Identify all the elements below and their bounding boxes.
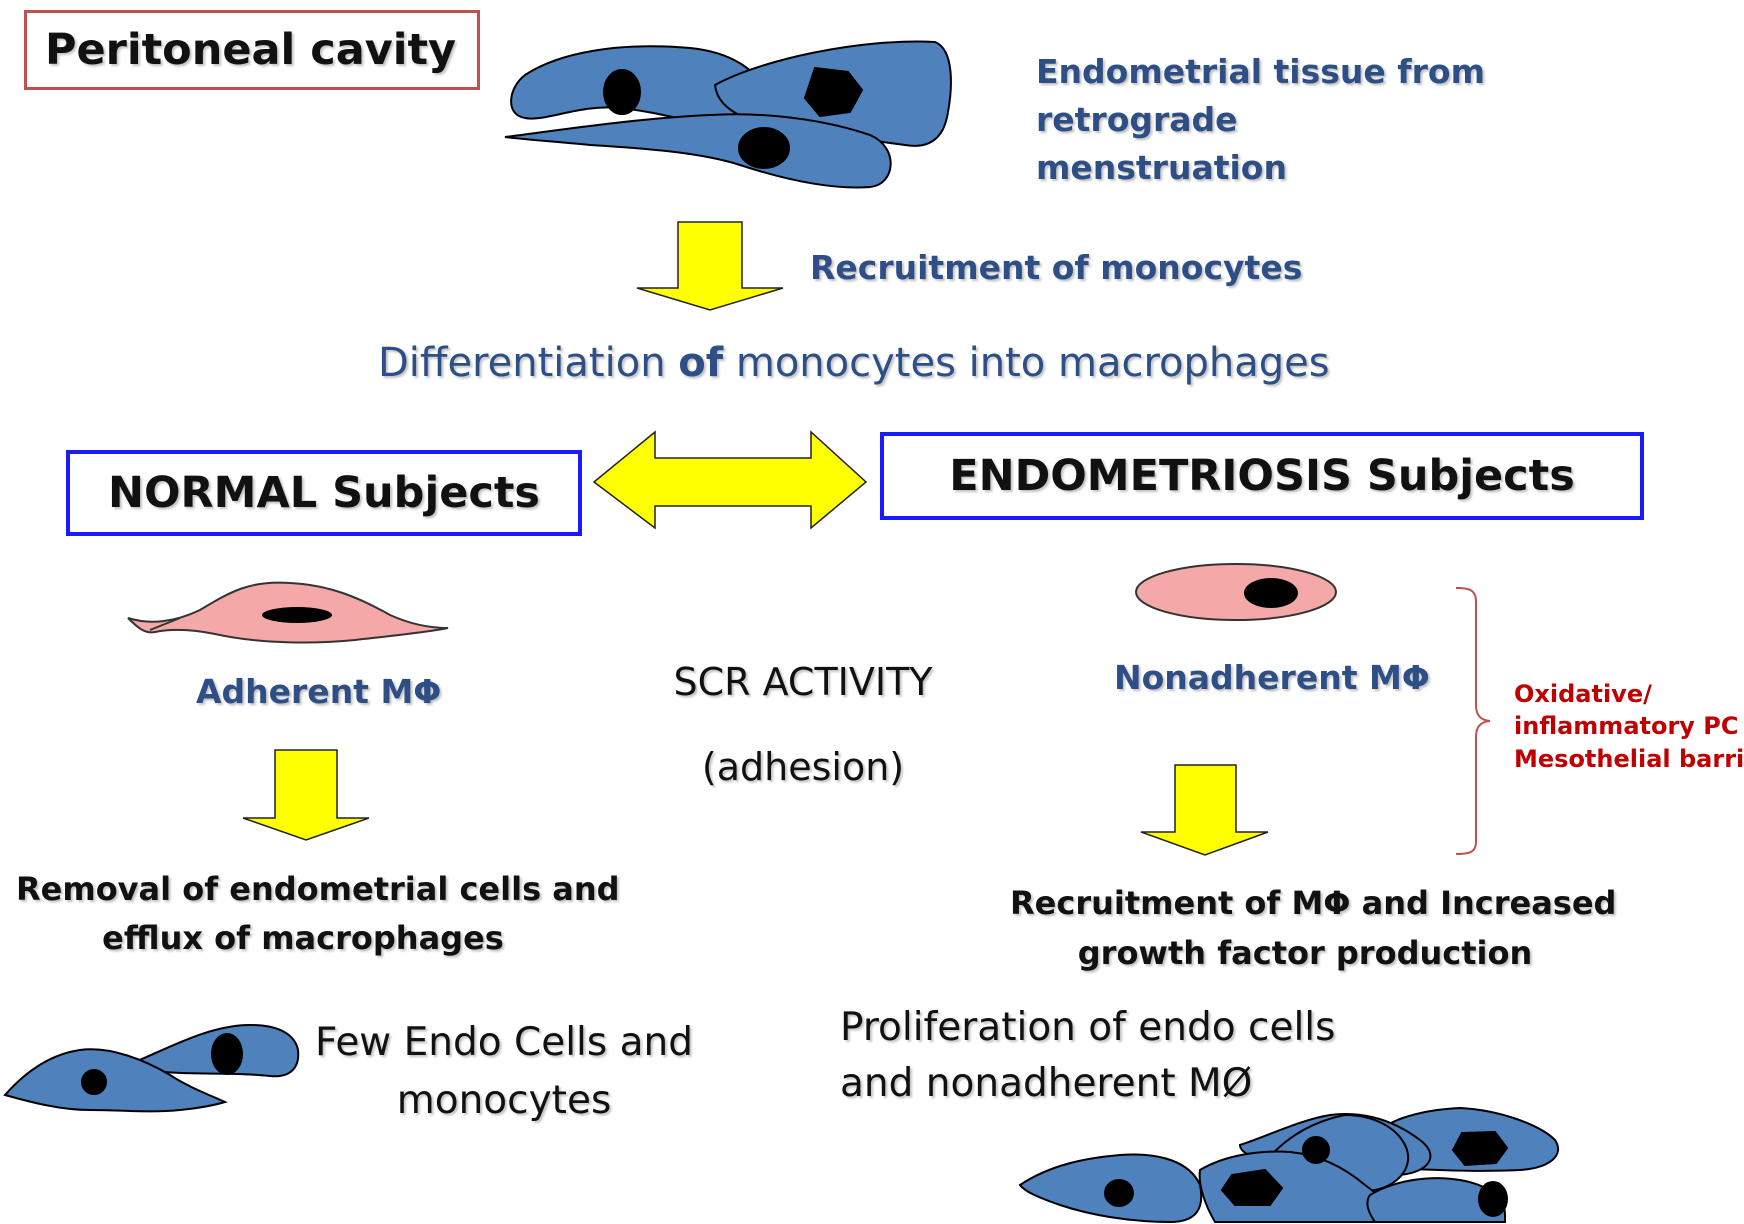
tissue-label-line2: retrograde: [1036, 100, 1238, 139]
endometrial-cell: [504, 113, 892, 189]
endo-outcome-line1: Recruitment of MΦ and Increased: [1010, 884, 1617, 922]
normal-result-line1: Few Endo Cells and: [315, 1020, 693, 1065]
bracket-note-line3: Mesothelial barrier: [1514, 745, 1744, 773]
normal-outcome-line1: Removal of endometrial cells and: [16, 870, 620, 908]
title-box: Peritoneal cavity: [24, 10, 480, 90]
normal-result-line2: monocytes: [396, 1078, 612, 1123]
endo-outcome-line2: growth factor production: [1077, 934, 1533, 972]
scr-activity-label: SCR ACTIVITY: [673, 660, 933, 704]
differentiation-part1: Differentiation: [378, 340, 679, 386]
tissue-label-line3: menstruation: [1036, 148, 1287, 187]
endometrial-tissue-cells-top: [504, 40, 952, 189]
nucleus: [211, 1033, 243, 1075]
double-arrow: [592, 430, 868, 530]
nucleus: [1478, 1181, 1508, 1217]
endometrial-cell: [3, 1048, 228, 1113]
differentiation-part2: of: [678, 340, 724, 386]
adhesion-label: (adhesion): [701, 745, 905, 789]
endo-result-line2: and nonadherent MØ: [840, 1061, 1253, 1106]
down-arrow: [242, 749, 370, 841]
nucleus: [803, 66, 864, 118]
nucleus: [603, 69, 641, 115]
normal-subjects-label: NORMAL Subjects: [108, 468, 540, 518]
normal-subjects-box: NORMAL Subjects: [66, 450, 582, 536]
bracket-note-line1: Oxidative/: [1514, 680, 1652, 708]
down-arrow: [1140, 764, 1269, 856]
nucleus: [1302, 1136, 1330, 1164]
endometriosis-subjects-label: ENDOMETRIOSIS Subjects: [949, 451, 1575, 501]
proliferating-endo-cells: [1018, 1106, 1560, 1224]
nucleus: [81, 1069, 107, 1095]
normal-outcome-line2: efflux of macrophages: [102, 919, 504, 957]
nucleus: [262, 607, 332, 623]
tissue-label-line1: Endometrial tissue from: [1036, 52, 1485, 91]
adherent-macrophage: [127, 581, 449, 644]
down-arrow: [636, 221, 784, 311]
bracket: [1455, 587, 1491, 855]
bracket-note-line2: inflammatory PC: [1514, 712, 1739, 740]
endometriosis-subjects-box: ENDOMETRIOSIS Subjects: [880, 432, 1644, 520]
endo-result-line1: Proliferation of endo cells: [840, 1005, 1336, 1050]
differentiation-part3: monocytes into macrophages: [723, 340, 1330, 386]
adherent-label: Adherent MΦ: [196, 672, 442, 711]
nucleus: [738, 127, 790, 169]
nucleus: [1220, 1168, 1284, 1206]
nucleus: [1451, 1130, 1509, 1167]
recruitment-label: Recruitment of monocytes: [810, 248, 1303, 287]
nucleus: [1104, 1179, 1134, 1207]
differentiation-heading: Differentiation of monocytes into macrop…: [378, 340, 1330, 386]
nonadherent-macrophage: [1135, 563, 1337, 621]
nucleus: [1244, 578, 1298, 608]
nonadherent-label: Nonadherent MΦ: [1114, 658, 1430, 697]
few-endo-cells: [3, 1023, 300, 1113]
page-title: Peritoneal cavity: [45, 25, 457, 75]
